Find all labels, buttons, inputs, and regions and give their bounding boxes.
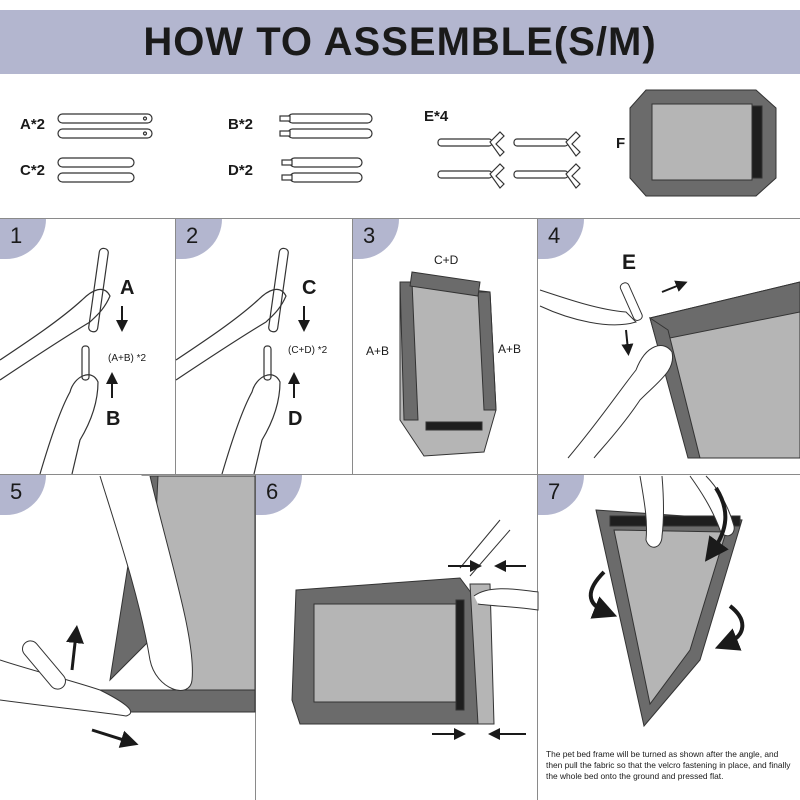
step-number: 6 [266, 479, 279, 504]
grid-divider [537, 474, 538, 800]
part-label-b: B*2 [228, 116, 254, 133]
step-2-label-bottom: D [288, 408, 303, 430]
grid-divider [175, 218, 176, 474]
step-number: 7 [548, 479, 561, 504]
step-number: 5 [10, 479, 23, 504]
step-tab-2: 2 [176, 219, 222, 259]
step-2-drawing [175, 247, 310, 475]
step-1-label-top: A [120, 277, 135, 299]
step-5-drawing [0, 475, 256, 748]
step-1-drawing [0, 247, 128, 475]
page-title: HOW TO ASSEMBLE(S/M) [143, 20, 657, 64]
step-3-label-left: A+B [366, 344, 390, 358]
step-7-note: The pet bed frame will be turned as show… [546, 749, 791, 781]
step-3-label-right: A+B [498, 342, 522, 356]
part-label-f: F [616, 135, 626, 152]
grid-divider [0, 218, 800, 219]
step-number: 3 [363, 223, 376, 248]
step-3-drawing [399, 271, 497, 457]
part-label-e: E*4 [424, 108, 449, 125]
part-label-c: C*2 [20, 162, 46, 179]
part-label-d: D*2 [228, 162, 254, 179]
grid-divider [0, 474, 800, 475]
grid-divider [537, 218, 538, 474]
step-6-drawing [291, 519, 539, 740]
step-2-combo: (C+D) *2 [288, 345, 328, 356]
title-banner: HOW TO ASSEMBLE(S/M) [0, 10, 800, 74]
step-number: 2 [186, 223, 199, 248]
step-4-label: E [622, 251, 637, 274]
part-label-a: A*2 [20, 116, 46, 133]
grid-divider [352, 218, 353, 474]
step-1-label-bottom: B [106, 408, 121, 430]
step-4-drawing [539, 280, 800, 459]
step-1-combo: (A+B) *2 [108, 353, 147, 364]
step-2-label-top: C [302, 277, 317, 299]
step-3-label-top: C+D [434, 253, 459, 267]
step-number: 4 [548, 223, 561, 248]
step-number: 1 [10, 223, 23, 248]
step-7-drawing [588, 475, 745, 728]
